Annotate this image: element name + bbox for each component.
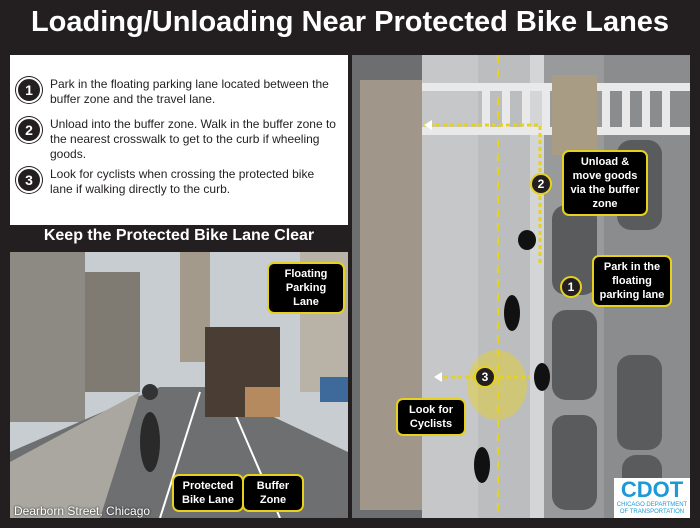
protected-bike-lane-label: Protected Bike Lane (172, 474, 244, 512)
look-callout: Look for Cyclists (396, 398, 466, 436)
page-title: Loading/Unloading Near Protected Bike La… (30, 6, 670, 38)
cdot-logo: CDOT CHICAGO DEPARTMENT OF TRANSPORTATIO… (614, 478, 690, 518)
step-3: 3 Look for cyclists when crossing the pr… (16, 167, 336, 197)
step-text: Look for cyclists when crossing the prot… (50, 167, 315, 196)
buffer-zone-label: Buffer Zone (242, 474, 304, 512)
step-1: 1 Park in the floating parking lane loca… (16, 77, 336, 107)
callout-number-3: 3 (474, 366, 496, 388)
step-number: 3 (16, 167, 42, 193)
step-text: Unload into the buffer zone. Walk in the… (50, 117, 336, 161)
photo-caption: Dearborn Street, Chicago (14, 504, 151, 518)
logo-subtitle-1: CHICAGO DEPARTMENT (616, 502, 688, 508)
logo-subtitle-2: OF TRANSPORTATION (619, 509, 685, 515)
step-2: 2 Unload into the buffer zone. Walk in t… (16, 117, 336, 162)
photo-heading: Keep the Protected Bike Lane Clear (43, 227, 315, 244)
step-text: Park in the floating parking lane locate… (50, 77, 329, 106)
unload-callout: Unload & move goods via the buffer zone (562, 150, 648, 216)
street-photo: Floating Parking Lane Protected Bike Lan… (10, 252, 348, 518)
steps-panel: 1 Park in the floating parking lane loca… (10, 55, 348, 225)
callout-number-2: 2 (530, 173, 552, 195)
step-number: 2 (16, 117, 42, 143)
street-diagram: Unload & move goods via the buffer zone … (352, 55, 690, 518)
logo-name: CDOT (620, 477, 684, 502)
park-callout: Park in the floating parking lane (592, 255, 672, 307)
step-number: 1 (16, 77, 42, 103)
callout-number-1: 1 (560, 276, 582, 298)
floating-parking-lane-label: Floating Parking Lane (267, 262, 345, 314)
